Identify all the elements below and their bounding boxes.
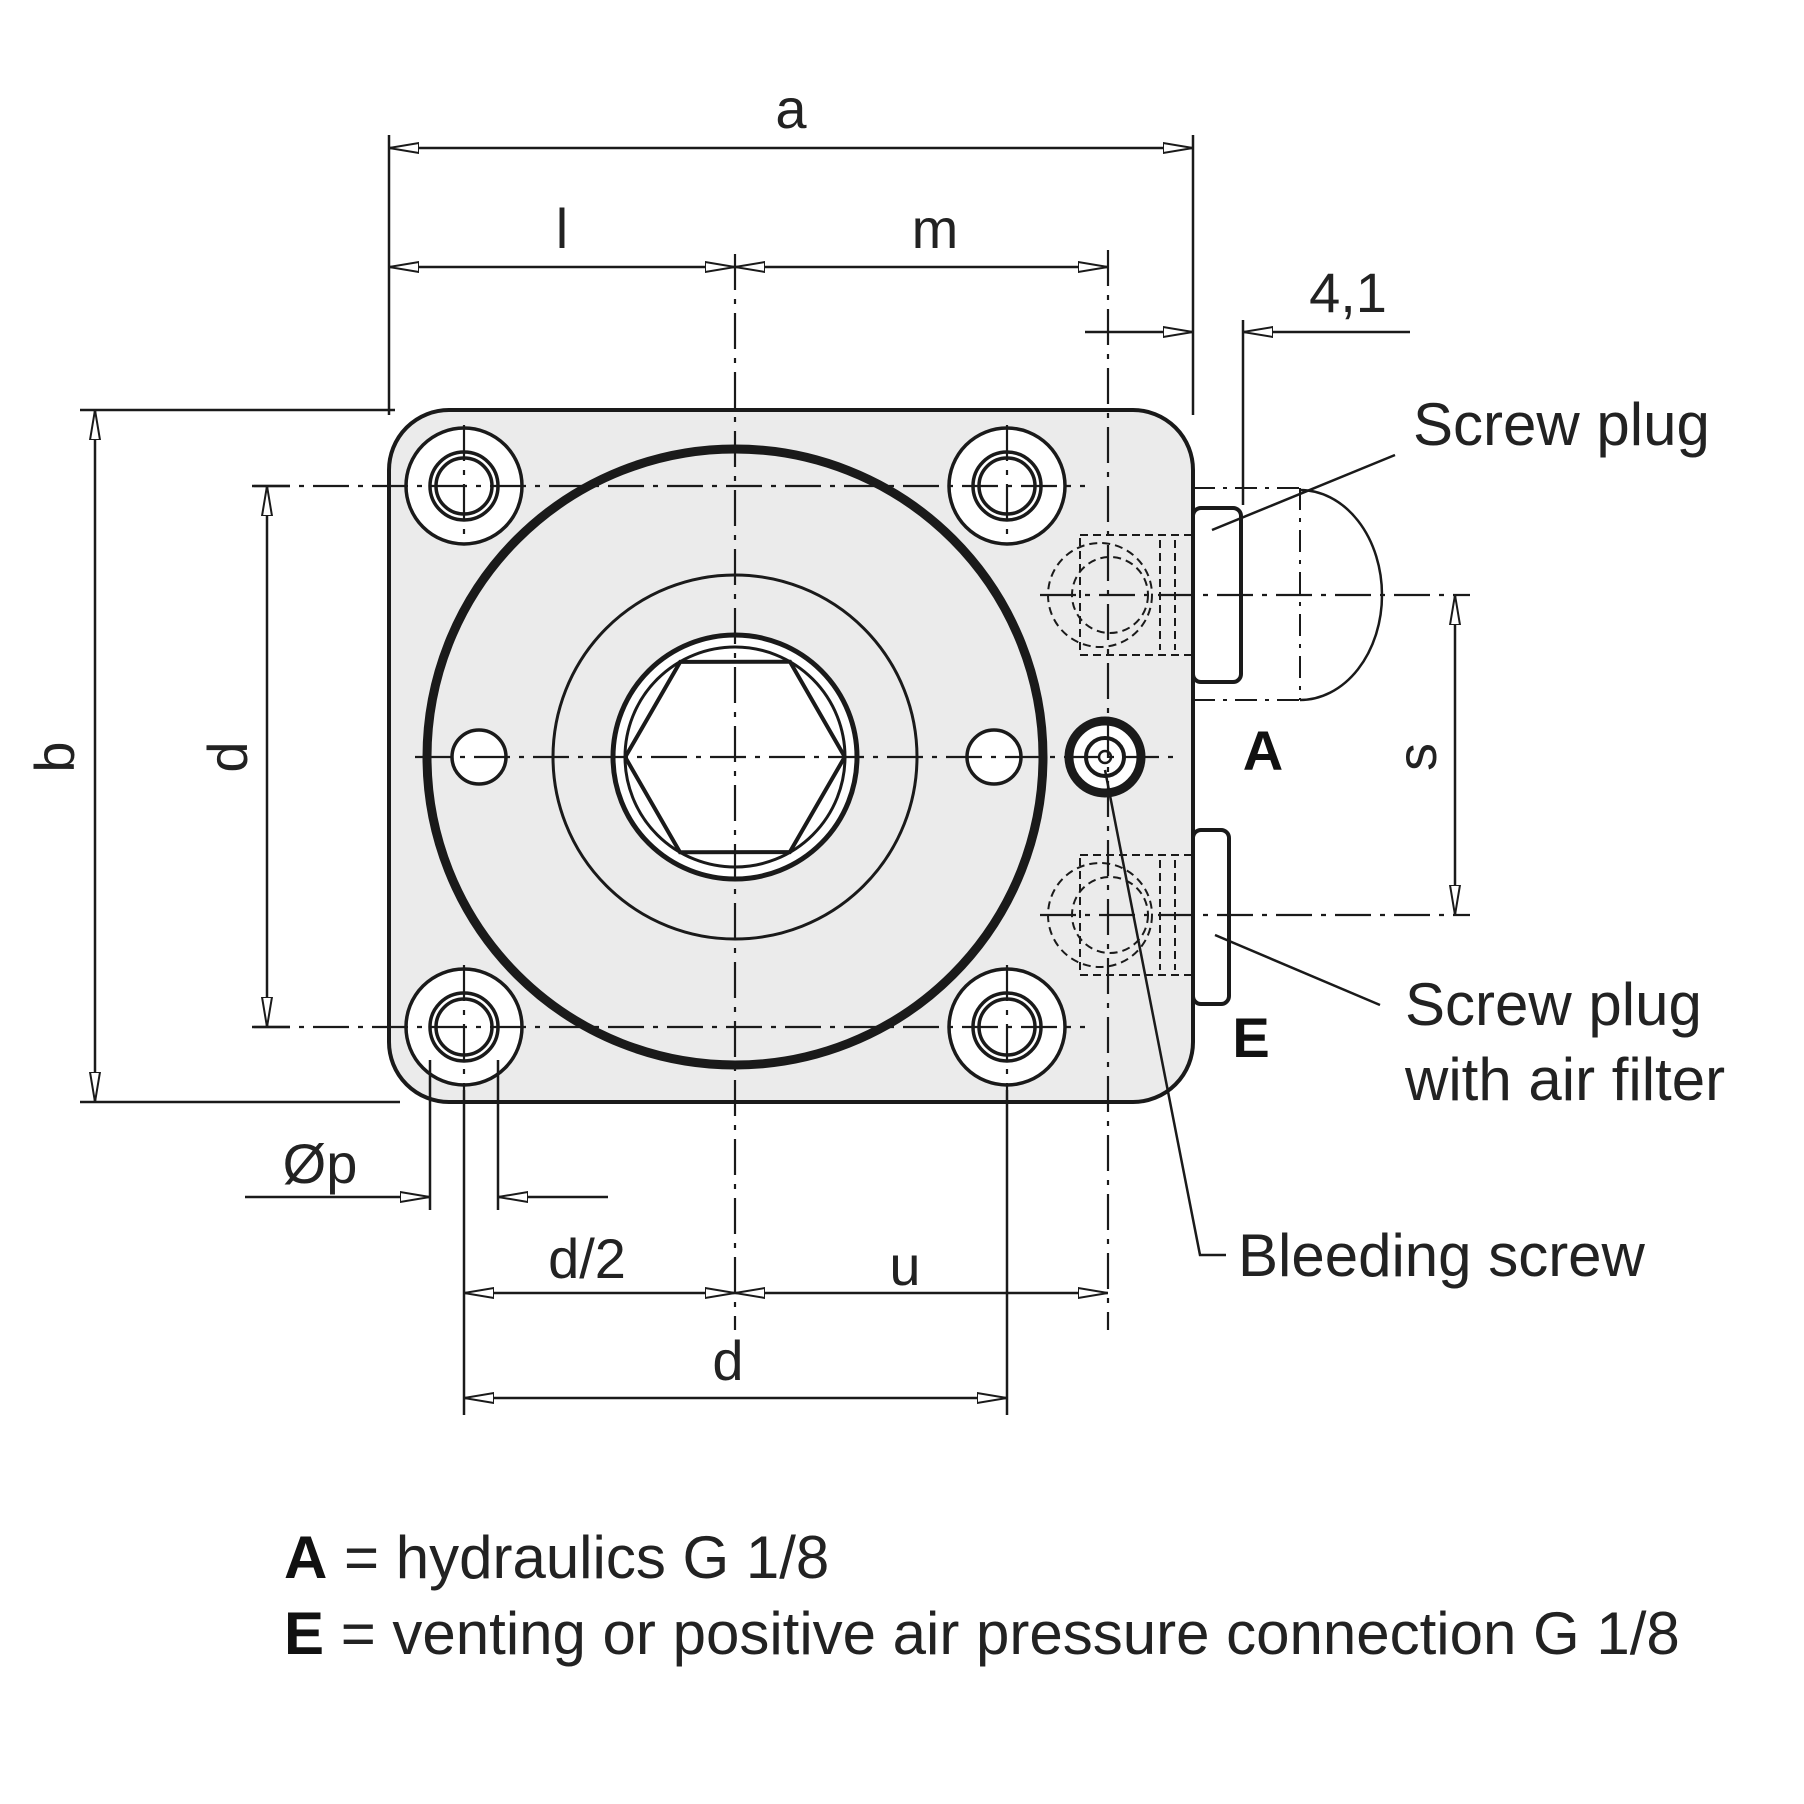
- legend: A = hydraulics G 1/8 E = venting or posi…: [284, 1520, 1680, 1672]
- screw-plug-air-filter-label-line2: with air filter: [1404, 1046, 1725, 1113]
- dim-b-label: b: [23, 741, 86, 772]
- legend-row-a: A = hydraulics G 1/8: [284, 1520, 1680, 1596]
- port-e-fitting: [1191, 828, 1231, 1006]
- dim-d-bottom-label: d: [712, 1329, 743, 1392]
- leader-screw-plug: [1211, 453, 1396, 532]
- dim-l-label: l: [556, 197, 568, 260]
- dim-offset-label: 4,1: [1309, 261, 1387, 324]
- dim-a-label: a: [775, 77, 807, 140]
- leader-screw-plug-air-filter: [1214, 933, 1381, 1007]
- legend-text-a: = hydraulics G 1/8: [344, 1524, 830, 1591]
- dim-s-label: s: [1385, 743, 1448, 771]
- leader-lines: [1103, 453, 1396, 1257]
- port-a-label: A: [1243, 719, 1283, 782]
- legend-key-a: A: [284, 1524, 328, 1591]
- dim-p-label: Øp: [283, 1132, 358, 1195]
- legend-text-e: = venting or positive air pressure conne…: [340, 1600, 1680, 1667]
- leader-bleeding-screw: [1103, 769, 1226, 1257]
- dim-d-half-label: d/2: [548, 1227, 626, 1290]
- legend-row-e: E = venting or positive air pressure con…: [284, 1596, 1680, 1672]
- screw-plug-air-filter-label-line1: Screw plug: [1405, 971, 1702, 1038]
- port-e-label: E: [1232, 1006, 1269, 1069]
- bleeding-screw-label: Bleeding screw: [1238, 1222, 1646, 1289]
- dim-u-label: u: [889, 1234, 920, 1297]
- dim-m-label: m: [912, 197, 959, 260]
- dim-d-vertical-label: d: [196, 741, 259, 772]
- extension-lines: [80, 135, 1245, 1415]
- screw-plug-label: Screw plug: [1413, 391, 1710, 458]
- dimension-lines: [95, 148, 1455, 1398]
- legend-key-e: E: [284, 1600, 325, 1667]
